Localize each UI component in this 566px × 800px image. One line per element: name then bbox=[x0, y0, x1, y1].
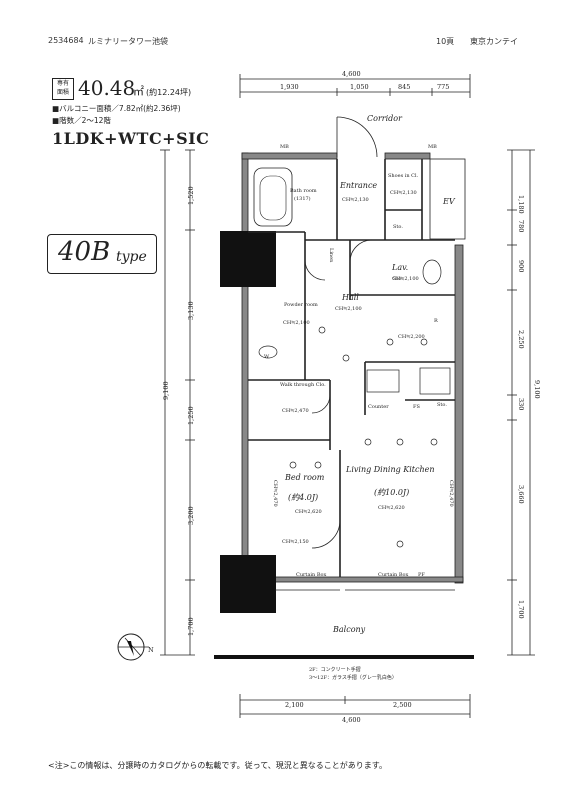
label-ldk: Living Dining Kitchen bbox=[345, 465, 435, 474]
label-bedroom-size: (約4.0J) bbox=[288, 493, 318, 502]
label-bath-size: (1317) bbox=[294, 195, 311, 202]
label-sto-1: Sto. bbox=[393, 224, 403, 230]
label-side-ch-1: CH≒2,470 bbox=[272, 480, 278, 507]
label-ch-2200: CH≒2,200 bbox=[398, 334, 425, 340]
label-shoes: Shoes in Cl. bbox=[388, 173, 419, 179]
area-label-2: 面積 bbox=[56, 89, 69, 96]
dim-right-3: 900 bbox=[517, 260, 525, 272]
label-powder: Powder room bbox=[284, 302, 318, 308]
dim-left-4: 3,200 bbox=[187, 506, 195, 525]
label-curtain-2: Curtain Box bbox=[378, 572, 409, 578]
label-bedroom-ch: CH≒2,620 bbox=[295, 509, 322, 515]
label-bedroom: Bed room bbox=[284, 473, 325, 482]
label-fs: FS bbox=[413, 404, 420, 410]
label-bath: Bath room bbox=[290, 188, 317, 194]
catalog-number: 2534684 bbox=[48, 36, 84, 45]
label-linen: Linen bbox=[328, 248, 334, 263]
area-label-box: 専有 面積 bbox=[52, 78, 74, 100]
dim-right-7: 1,700 bbox=[517, 600, 525, 619]
dim-right-4: 2,250 bbox=[517, 330, 525, 349]
area-unit: ㎡ bbox=[133, 85, 144, 98]
label-walk: Walk through Clo. bbox=[280, 382, 326, 388]
label-sto-3: Sto. bbox=[437, 402, 447, 408]
legend-line-1: 2F：コンクリート手摺 bbox=[309, 666, 361, 673]
footer-note: <注>この情報は、分譲時のカタログからの転載です。従って、現況と異なることがあり… bbox=[48, 761, 388, 770]
company-name: 東京カンテイ bbox=[470, 37, 518, 46]
label-lav: Lav. bbox=[391, 263, 408, 272]
legend-line-2: 3～12F：ガラス手摺（グレー乳白色） bbox=[309, 674, 397, 681]
dim-right-1: 1,180 bbox=[517, 195, 525, 214]
area-label-1: 専有 bbox=[56, 80, 69, 87]
dim-right-2: 780 bbox=[517, 220, 525, 232]
label-balcony: Balcony bbox=[332, 625, 366, 634]
label-bedroom-ch2: CH≒2,150 bbox=[282, 539, 309, 545]
label-curtain-1: Curtain Box bbox=[296, 572, 327, 578]
label-pf: PF bbox=[418, 572, 425, 578]
dim-left-total: 9,100 bbox=[162, 381, 170, 400]
layout-type: 1LDK+WTC+SIC bbox=[52, 129, 210, 148]
label-ldk-size: (約10.0J) bbox=[374, 488, 409, 497]
dim-bottom-total: 4,600 bbox=[342, 716, 361, 724]
dim-right-total: 9,100 bbox=[533, 380, 541, 399]
dim-left-5: 1,700 bbox=[187, 617, 195, 636]
area-value: 40.48 bbox=[78, 76, 136, 100]
dim-top-4: 775 bbox=[437, 83, 449, 91]
dim-right-6: 3,660 bbox=[517, 485, 525, 504]
dim-top-2: 1,050 bbox=[350, 83, 369, 91]
dim-top-total: 4,600 bbox=[342, 70, 361, 78]
dim-bottom-2: 2,500 bbox=[393, 701, 412, 709]
dim-left-3: 1,250 bbox=[187, 406, 195, 425]
dim-left-1: 1,520 bbox=[187, 186, 195, 205]
label-powder-ch: CH≒2,100 bbox=[283, 320, 310, 326]
label-sto-2: Sto. bbox=[393, 276, 403, 282]
label-lav-ch: CH≒2,100 bbox=[392, 276, 419, 282]
compass-label: N bbox=[148, 646, 154, 654]
label-mb-1: MB bbox=[280, 144, 289, 150]
label-shoes-ch: CH≒2,130 bbox=[390, 190, 417, 196]
dim-top-3: 845 bbox=[398, 83, 410, 91]
label-r: R bbox=[434, 318, 438, 324]
type-suffix: type bbox=[116, 249, 147, 265]
dim-right-5: 330 bbox=[517, 398, 525, 410]
page-number: 10頁 bbox=[436, 37, 455, 46]
building-name: ルミナリータワー池袋 bbox=[88, 37, 168, 46]
label-hall: Hall bbox=[341, 293, 359, 302]
floor-range: ■階数／2～12階 bbox=[52, 116, 111, 125]
dim-left-2: 3,130 bbox=[187, 301, 195, 320]
label-mb-2: MB bbox=[428, 144, 437, 150]
type-name: 40B bbox=[58, 237, 111, 267]
label-w: W bbox=[264, 354, 270, 360]
label-entrance-ch: CH≒2,130 bbox=[342, 197, 369, 203]
label-counter: Counter bbox=[368, 404, 389, 410]
type-badge: 40B type bbox=[47, 234, 157, 274]
label-side-ch-2: CH≒2,470 bbox=[448, 480, 454, 507]
label-ev: EV bbox=[442, 197, 456, 206]
label-entrance: Entrance bbox=[339, 181, 377, 190]
dim-top-1: 1,930 bbox=[280, 83, 299, 91]
label-walk-ch: CH≒2,470 bbox=[282, 408, 309, 414]
area-tsubo: (約12.24坪) bbox=[146, 88, 192, 97]
label-ldk-ch: CH≒2,620 bbox=[378, 505, 405, 511]
label-corridor: Corridor bbox=[367, 114, 403, 123]
balcony-area: ■バルコニー面積／7.82㎡(約2.36坪) bbox=[52, 104, 181, 113]
dim-bottom-1: 2,100 bbox=[285, 701, 304, 709]
label-hall-ch: CH≒2,100 bbox=[335, 306, 362, 312]
